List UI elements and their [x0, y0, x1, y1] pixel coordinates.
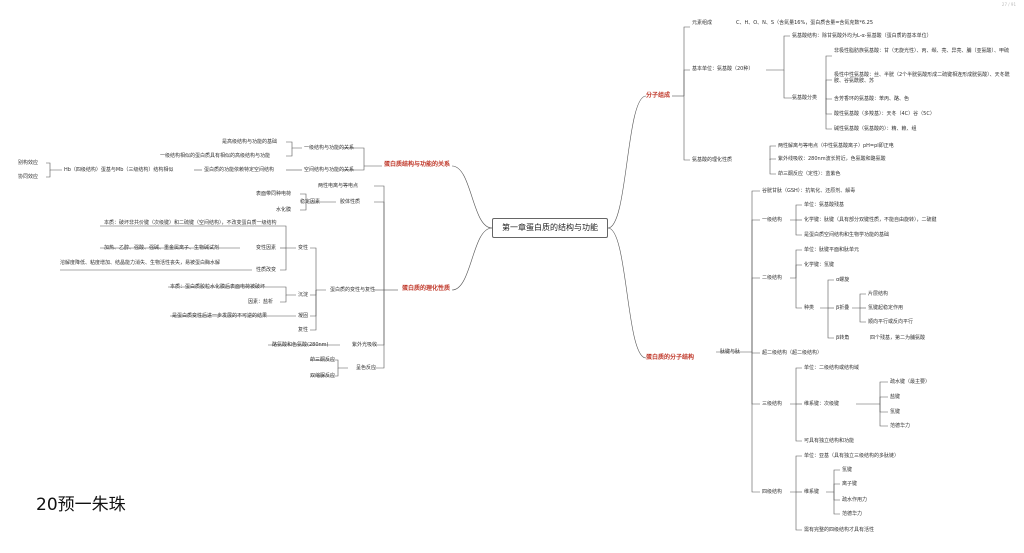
- root-topic[interactable]: 第一章蛋白质的结构与功能: [492, 218, 608, 238]
- node-quaternary-structure[interactable]: 四级结构: [762, 489, 783, 495]
- author-signature: 20预一朱珠: [36, 495, 126, 515]
- node-primary-unit[interactable]: 单位：氨基酸残基: [804, 202, 845, 208]
- node-quaternary-ionic[interactable]: 离子键: [842, 481, 858, 487]
- node-salting-out[interactable]: 因素：盐析: [248, 299, 274, 305]
- node-supersecondary[interactable]: 超二级结构（超二级结构）: [762, 350, 823, 356]
- node-primary-bond[interactable]: 化学键：肽键（具有部分双键性质，不能自由旋转），二硫键: [804, 217, 937, 223]
- node-allosteric-effect[interactable]: 别构效应: [18, 160, 39, 166]
- node-denaturation-essence[interactable]: 本质：破坏非共价键（次级键）和二硫键（空间结构），不改变蛋白质一级结构: [104, 220, 277, 226]
- node-aa-physchem[interactable]: 氨基酸的理化性质: [692, 157, 733, 163]
- node-tertiary-unit[interactable]: 单位：二级结构或结构域: [804, 365, 860, 371]
- node-quaternary-hbond[interactable]: 氢键: [842, 467, 853, 473]
- node-ninhydrin-protein[interactable]: 茚三酮反应: [310, 357, 336, 363]
- node-tertiary-hbond[interactable]: 氢键: [890, 409, 901, 415]
- node-tertiary-structure[interactable]: 三级结构: [762, 401, 783, 407]
- node-precipitation-essence[interactable]: 本质：蛋白质胶粒水化膜后表面电荷被破坏: [170, 284, 266, 290]
- node-amphoteric[interactable]: 两性电离与等电点: [318, 183, 359, 189]
- node-quaternary-hydrophobic[interactable]: 疏水作用力: [842, 497, 868, 503]
- node-beta-sheet-parallel[interactable]: 顺向平行或反向平行: [868, 319, 914, 325]
- node-secondary-unit[interactable]: 单位：肽键平面和肽单元: [804, 247, 860, 253]
- node-aa-classification[interactable]: 氨基酸分类: [792, 95, 818, 101]
- node-denaturation-factors[interactable]: 加热、乙醇、强酸、强碱、重金属离子、生物碱试剂: [104, 245, 220, 251]
- node-beta-sheet[interactable]: β折叠: [836, 305, 850, 311]
- node-gsh[interactable]: 谷胱甘肽（GSH）：抗氧化、还原剂、解毒: [762, 188, 856, 194]
- node-denaturation-main[interactable]: 蛋白质的变性与复性: [330, 287, 376, 293]
- node-primary-basis-func[interactable]: 是高级结构与功能的基础: [222, 139, 278, 145]
- node-quaternary-vdw[interactable]: 范德华力: [842, 511, 863, 517]
- branch-molecular-structure[interactable]: 蛋白质的分子结构: [646, 354, 695, 361]
- node-alpha-helix[interactable]: α螺旋: [836, 277, 850, 283]
- node-surface-charge[interactable]: 表面带同种电荷: [256, 191, 292, 197]
- node-nonpolar-aa[interactable]: 非极性脂肪族氨基酸：甘（无旋光性）、丙、缬、亮、异亮、脯（亚氨酸）、甲硫: [834, 48, 1010, 54]
- node-beta-sheet-hbond[interactable]: 氢键起稳定作用: [868, 305, 904, 311]
- node-primary-basis[interactable]: 是蛋白质空间结构和生物学功能的基础: [804, 232, 890, 238]
- connector-root-physprop: [451, 227, 493, 291]
- node-tertiary-vdw[interactable]: 范德华力: [890, 423, 911, 429]
- node-beta-turn-detail[interactable]: 四个残基，第二为脯氨酸: [870, 335, 926, 341]
- node-ninhydrin[interactable]: 茚三酮反应（定性）：蓝紫色: [778, 171, 841, 177]
- node-uv-absorption-protein[interactable]: 紫外光吸收: [352, 342, 378, 348]
- node-denaturation[interactable]: 变性: [298, 245, 309, 251]
- node-hydration-film[interactable]: 水化膜: [276, 207, 292, 213]
- connector-root-molstruct: [607, 227, 647, 359]
- node-elements-value[interactable]: C、H、O、N、S（含氮量16%，蛋白质含量=含氮克数*6.25: [736, 20, 874, 26]
- node-denaturation-factors-label[interactable]: 变性因素: [256, 245, 277, 251]
- node-color-reaction[interactable]: 呈色反应: [356, 365, 377, 371]
- node-tertiary-hydrophobic[interactable]: 疏水键（最主要）: [890, 379, 931, 385]
- node-polar-neutral-aa[interactable]: 极性中性氨基酸：丝、半胱（2个半胱氨酸形成二硫键相连形成胱氨酸）、天冬酰胺、谷氨…: [834, 72, 1010, 84]
- node-uv-absorption[interactable]: 紫外线吸收：280nm波长附近，色氨酸和酪氨酸: [778, 156, 886, 162]
- node-spatial-dependency[interactable]: 蛋白质的功能依赖特定空间结构: [204, 167, 275, 173]
- node-primary-similar[interactable]: 一级结构相似的蛋白质具有相似的高级结构与功能: [160, 153, 271, 159]
- page-indicator: 27 / 91: [1001, 2, 1016, 7]
- node-quaternary-activity[interactable]: 需有完整的四级结构才具有活性: [804, 527, 875, 533]
- node-stability-factors[interactable]: 稳定因素: [300, 199, 321, 205]
- node-tertiary-function[interactable]: 可具有独立结构和功能: [804, 438, 855, 444]
- branch-physchem-properties[interactable]: 蛋白质的理化性质: [402, 285, 451, 292]
- node-primary-structure[interactable]: 一级结构: [762, 217, 783, 223]
- node-renaturation[interactable]: 复性: [298, 327, 309, 333]
- node-coagulation[interactable]: 凝固: [298, 313, 309, 319]
- node-secondary-bond[interactable]: 化学键：氢键: [804, 262, 835, 268]
- node-secondary-structure[interactable]: 二级结构: [762, 275, 783, 281]
- node-primary-function[interactable]: 一级结构与功能的关系: [304, 145, 355, 151]
- node-acidic-aa[interactable]: 酸性氨基酸（多羧基）：天冬（4C）谷（5C）: [834, 111, 935, 117]
- node-tertiary-salt[interactable]: 盐键: [890, 394, 901, 400]
- node-beta-turn[interactable]: β转角: [836, 335, 850, 341]
- node-isoelectric[interactable]: 两性解离与等电点（中性氨基酸离子）pH=pI即正电: [778, 143, 894, 149]
- connector-root-structfunc: [451, 165, 493, 229]
- node-elements-label[interactable]: 元素组成: [692, 20, 713, 26]
- node-colloid[interactable]: 胶体性质: [340, 199, 361, 205]
- node-biuret[interactable]: 双缩脲反应: [310, 373, 336, 379]
- node-aa-structure[interactable]: 氨基酸结构：除甘氨酸外均为L-α-氨基酸（蛋白质的基本单位）: [792, 33, 932, 39]
- node-basic-unit[interactable]: 基本单位：氨基酸（20种）: [692, 66, 754, 72]
- node-tertiary-bond[interactable]: 维系键：次级键: [804, 401, 840, 407]
- node-coagulation-detail[interactable]: 是蛋白质变性后进一步发展的不可逆的结果: [172, 313, 268, 319]
- node-precipitation[interactable]: 沉淀: [298, 292, 309, 298]
- node-aromatic-aa[interactable]: 含芳香环的氨基酸：苯丙、酪、色: [834, 96, 910, 102]
- branch-molecular-composition[interactable]: 分子组成: [646, 92, 671, 99]
- node-cooperative-effect[interactable]: 协同效应: [18, 174, 39, 180]
- node-hb-mb[interactable]: Hb（四级结构）蛋基与Mb（三级结构）结构相似: [64, 167, 174, 173]
- node-quaternary-unit[interactable]: 单位：亚基（具有独立三级结构的多肽链）: [804, 453, 900, 459]
- node-quaternary-bond[interactable]: 维系键: [804, 489, 820, 495]
- node-property-changes-label[interactable]: 性质改变: [256, 267, 277, 273]
- connector-root-molcomp: [607, 95, 647, 229]
- branch-structure-function[interactable]: 蛋白质结构与功能的关系: [384, 161, 451, 168]
- node-peptide-bond[interactable]: 肽键与肽: [720, 349, 741, 355]
- node-secondary-types[interactable]: 种类: [804, 305, 815, 311]
- node-tyr-trp[interactable]: 酪氨酸和色氨酸(280nm): [272, 342, 329, 348]
- node-basic-aa[interactable]: 碱性氨基酸（氨基酸的）：精、赖、组: [834, 126, 917, 132]
- node-property-changes[interactable]: 溶解度降低、粘度增加、结晶能力消失、生物活性丧失，易被蛋白酶水解: [60, 260, 221, 266]
- node-beta-sheet-layer[interactable]: 片层结构: [868, 291, 889, 297]
- node-spatial-function[interactable]: 空间结构与功能的关系: [304, 167, 355, 173]
